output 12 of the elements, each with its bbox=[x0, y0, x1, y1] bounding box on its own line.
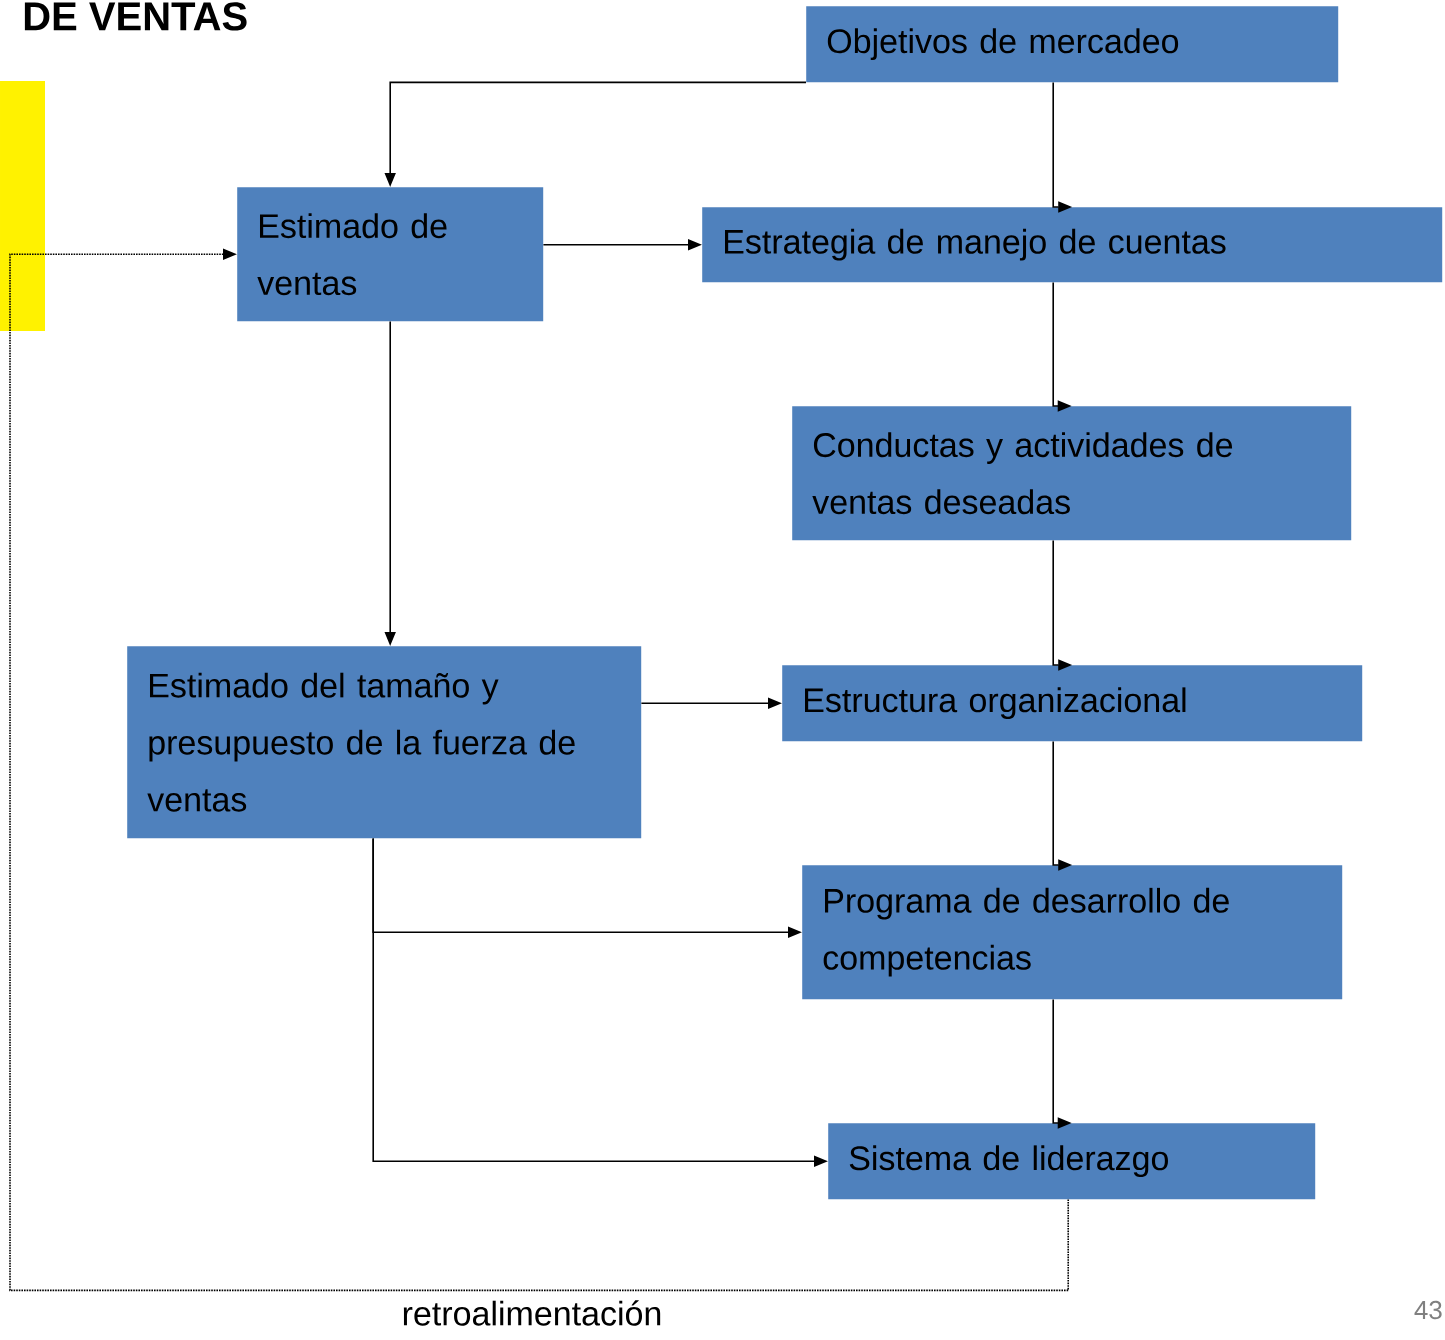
process-box: Objetivos de mercadeo bbox=[806, 6, 1339, 83]
process-box: Programa de desarrollo de competencias bbox=[802, 865, 1343, 1000]
arrow bbox=[9, 248, 1069, 1292]
process-box: Estructura organizacional bbox=[782, 665, 1363, 742]
title: DE VENTAS bbox=[24, 2, 247, 31]
process-box: Estrategia de manejo de cuentas bbox=[702, 207, 1443, 283]
edge-label: retroalimentación bbox=[399, 1298, 665, 1328]
process-box: Estimado de ventas bbox=[237, 187, 544, 322]
process-box: Sistema de liderazgo bbox=[828, 1123, 1316, 1200]
process-box: Conductas y actividades de ventas deseadas bbox=[792, 406, 1352, 541]
process-box: Estimado del tamaño y presupuesto de la fuerza de ventas bbox=[127, 646, 642, 839]
page-number: 43 bbox=[1414, 1300, 1442, 1320]
